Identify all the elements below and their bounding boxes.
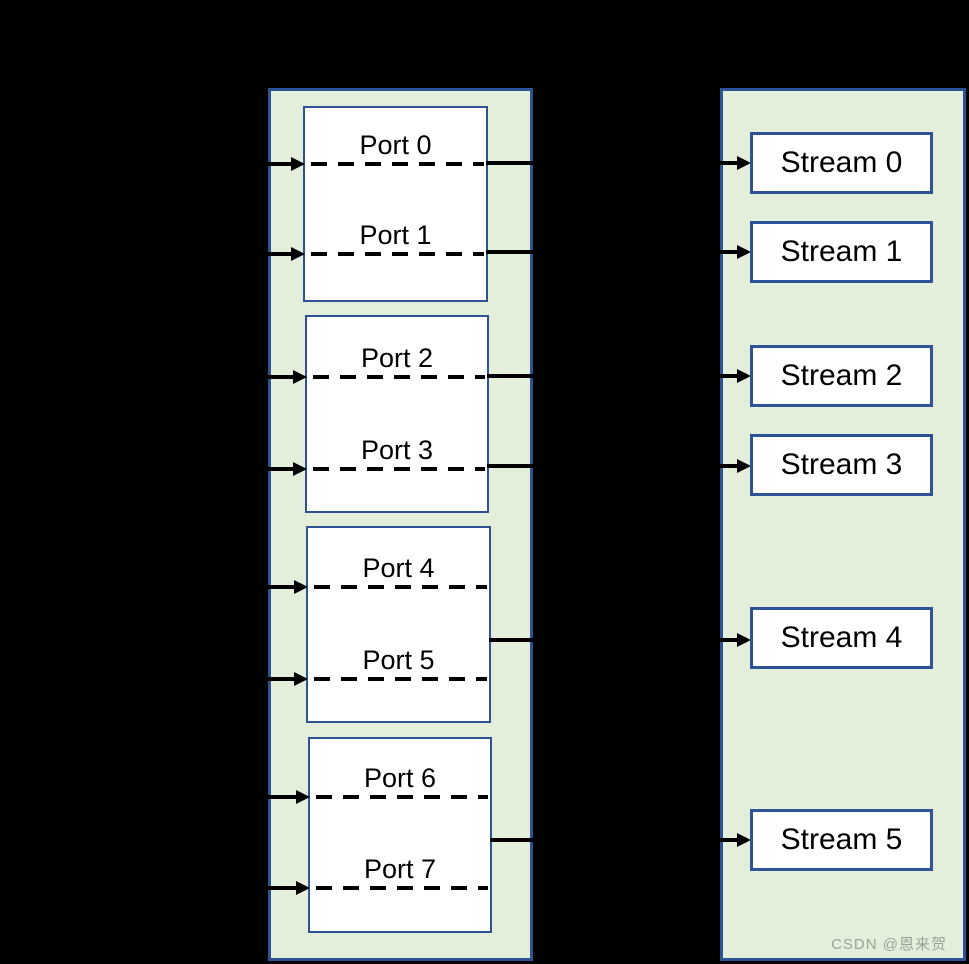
port-input-line — [185, 585, 294, 589]
port-group-box-23 — [305, 315, 489, 513]
port-label: Port 3 — [360, 435, 434, 465]
arrowhead-icon — [737, 245, 751, 259]
arrowhead-icon — [737, 833, 751, 847]
port-to-stream-connector — [489, 638, 737, 642]
port-input-line — [185, 677, 294, 681]
arrowhead-icon — [737, 459, 751, 473]
arrowhead-icon — [291, 247, 305, 261]
arrowhead-icon — [296, 881, 310, 895]
stream-label: Stream 2 — [780, 359, 903, 392]
port-input-line — [185, 162, 291, 166]
stream-label: Stream 4 — [780, 621, 903, 654]
arrowhead-icon — [293, 462, 307, 476]
port-to-stream-connector — [486, 250, 737, 254]
stream-box: Stream 5 — [750, 809, 933, 871]
arrowhead-icon — [294, 672, 308, 686]
arrowhead-icon — [737, 633, 751, 647]
csdn-watermark: CSDN @恩来贺 — [831, 936, 947, 953]
port-to-stream-connector — [487, 464, 737, 468]
port-divider-line — [313, 467, 485, 471]
stream-box: Stream 4 — [750, 607, 933, 669]
stream-box: Stream 2 — [750, 345, 933, 407]
stream-label: Stream 0 — [780, 146, 903, 179]
arrowhead-icon — [294, 580, 308, 594]
stream-label: Stream 3 — [780, 448, 903, 481]
port-divider-line — [316, 886, 488, 890]
port-label: Port 6 — [363, 763, 437, 793]
port-divider-line — [311, 162, 484, 166]
port-input-line — [185, 886, 296, 890]
port-divider-line — [316, 795, 488, 799]
port-group-box-01 — [303, 106, 488, 302]
stream-label: Stream 1 — [780, 235, 903, 268]
port-divider-line — [314, 677, 487, 681]
port-to-stream-connector — [490, 838, 737, 842]
arrowhead-icon — [737, 156, 751, 170]
port-group-box-45 — [306, 526, 491, 723]
port-to-stream-connector — [487, 374, 737, 378]
arrowhead-icon — [296, 790, 310, 804]
port-to-stream-connector — [486, 161, 737, 165]
port-label: Port 1 — [359, 220, 432, 250]
port-divider-line — [313, 375, 485, 379]
stream-label: Stream 5 — [780, 823, 903, 856]
port-divider-line — [311, 252, 484, 256]
port-label: Port 5 — [362, 645, 435, 675]
port-input-line — [185, 252, 291, 256]
stream-box: Stream 3 — [750, 434, 933, 496]
stream-box: Stream 1 — [750, 221, 933, 283]
port-label: Port 0 — [359, 130, 432, 160]
port-label: Port 7 — [363, 854, 437, 884]
port-divider-line — [314, 585, 487, 589]
port-label: Port 4 — [362, 553, 435, 583]
port-label: Port 2 — [360, 343, 434, 373]
port-input-line — [185, 467, 293, 471]
port-input-line — [185, 795, 296, 799]
arrowhead-icon — [737, 369, 751, 383]
arrowhead-icon — [291, 157, 305, 171]
arrowhead-icon — [293, 370, 307, 384]
port-group-box-67 — [308, 737, 492, 933]
stream-box: Stream 0 — [750, 132, 933, 194]
port-input-line — [185, 375, 293, 379]
